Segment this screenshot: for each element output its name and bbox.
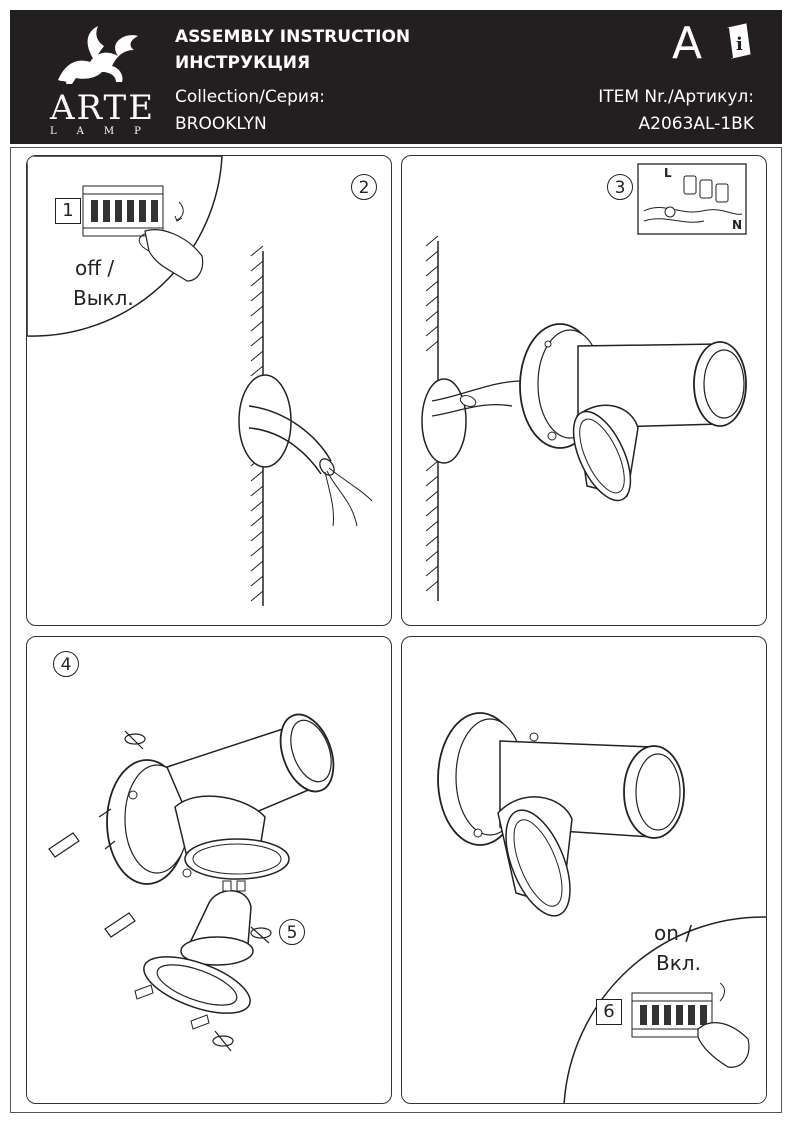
header-bar: ARTE LAMP ASSEMBLY INSTRUCTION ИНСТРУКЦИ… [10, 10, 782, 144]
panel-step-6: on / Вкл. 6 [401, 636, 767, 1104]
panel-step-4-5: 4 5 [26, 636, 392, 1104]
step-5-badge: 5 [279, 919, 305, 945]
step-6-badge: 6 [596, 999, 622, 1025]
wiring-neutral-label: N [732, 218, 743, 232]
svg-text:i: i [736, 34, 743, 55]
collection-value: BROOKLYN [175, 114, 267, 134]
title-ru: ИНСТРУКЦИЯ [175, 53, 311, 73]
wiring-live-label: L [664, 166, 672, 180]
step-1-badge: 1 [55, 198, 81, 224]
step-6-text-ru: Вкл. [656, 951, 701, 975]
panel-step-1-2: 1 off / Выкл. 2 [26, 155, 392, 626]
step-3-badge: 3 [607, 174, 633, 200]
griffin-logo-icon [58, 26, 138, 84]
step-6-text-en: on / [654, 921, 693, 945]
step-1-text-ru: Выкл. [73, 286, 134, 310]
info-booklet-icon: i [727, 23, 751, 59]
doc-letter: A [672, 18, 703, 69]
mount-wiring-illustration [421, 163, 747, 601]
wall-cable-illustration [27, 156, 373, 606]
brand-name: ARTE [50, 88, 156, 128]
panel-step-3: 3 L N [401, 155, 767, 626]
mounted-fixture-illustration [437, 712, 766, 1103]
page-frame [10, 147, 782, 1113]
collection-label: Collection/Серия: [175, 87, 325, 107]
title-en: ASSEMBLY INSTRUCTION [175, 27, 411, 47]
step-1-text-en: off / [75, 256, 115, 280]
exploded-fixture-illustration [48, 713, 335, 1052]
step-4-badge: 4 [53, 651, 79, 677]
item-label: ITEM Nr./Артикул: [598, 87, 754, 107]
step-2-badge: 2 [351, 174, 377, 200]
item-value: A2063AL-1BK [638, 114, 754, 134]
brand-sub: LAMP [50, 126, 161, 137]
